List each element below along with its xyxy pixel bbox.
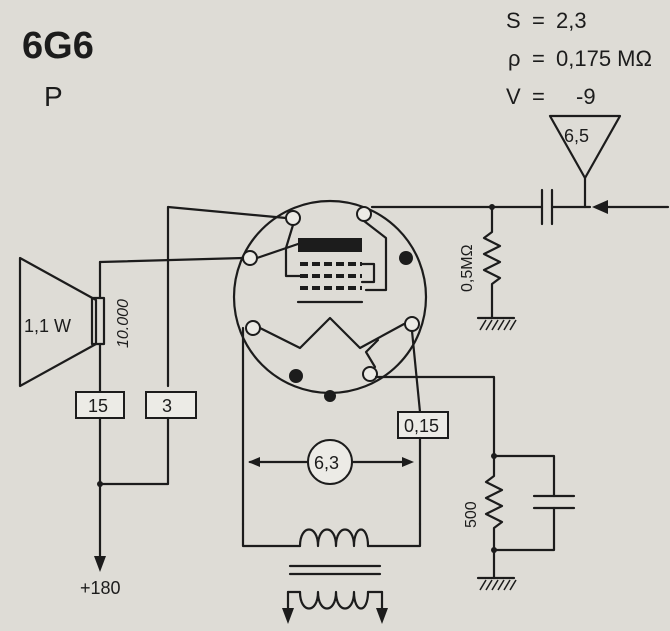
screen-wire <box>166 205 288 388</box>
supply-voltage-label: +180 <box>80 578 121 598</box>
tube-envelope <box>232 199 428 402</box>
speaker-power-label: 1,1 W <box>24 316 71 336</box>
param-v-symbol: V <box>506 84 521 109</box>
input-signal-value: 6,5 <box>564 126 589 146</box>
input-signal-triangle: 6,5 <box>548 114 622 209</box>
screen-current-box: 3 <box>97 391 197 487</box>
tube-type-label: 6G6 <box>22 25 94 67</box>
screen-current-value: 3 <box>162 396 172 416</box>
param-s-symbol: S <box>506 8 521 33</box>
plate-wire <box>98 256 245 300</box>
speaker-impedance-label: 10.000 <box>115 299 132 348</box>
anode-current-value: 15 <box>88 396 108 416</box>
speaker: 1,1 W 10.000 <box>18 256 132 394</box>
heater-voltage-dimension: 6,3 <box>241 326 414 526</box>
param-v-eq: = <box>532 84 545 109</box>
param-v-value: -9 <box>576 84 596 109</box>
grid-resistor-value: 0,5MΩ <box>459 244 476 292</box>
grid-resistor: 0,5MΩ <box>459 204 517 331</box>
param-rho-value: 0,175 MΩ <box>556 46 652 71</box>
heater-transformer <box>241 522 422 624</box>
supply-terminal: +180 <box>80 556 121 598</box>
heater-current-value: 0,15 <box>404 416 439 436</box>
cathode-network: 500 <box>374 375 576 591</box>
tube-class-label: P <box>44 81 63 112</box>
coupling-capacitor <box>370 188 592 226</box>
param-rho-symbol: ρ <box>508 46 521 71</box>
param-s-value: 2,3 <box>556 8 587 33</box>
input-arrow <box>592 200 670 214</box>
heater-current-box: 0,15 <box>397 329 449 526</box>
param-rho-eq: = <box>532 46 545 71</box>
parameters-block: S = 2,3 ρ = 0,175 MΩ V = -9 <box>506 8 652 109</box>
heater-voltage-value: 6,3 <box>314 453 339 473</box>
cathode-resistor-value: 500 <box>463 501 480 528</box>
anode-current-box: 15 <box>75 391 125 562</box>
param-s-eq: = <box>532 8 545 33</box>
